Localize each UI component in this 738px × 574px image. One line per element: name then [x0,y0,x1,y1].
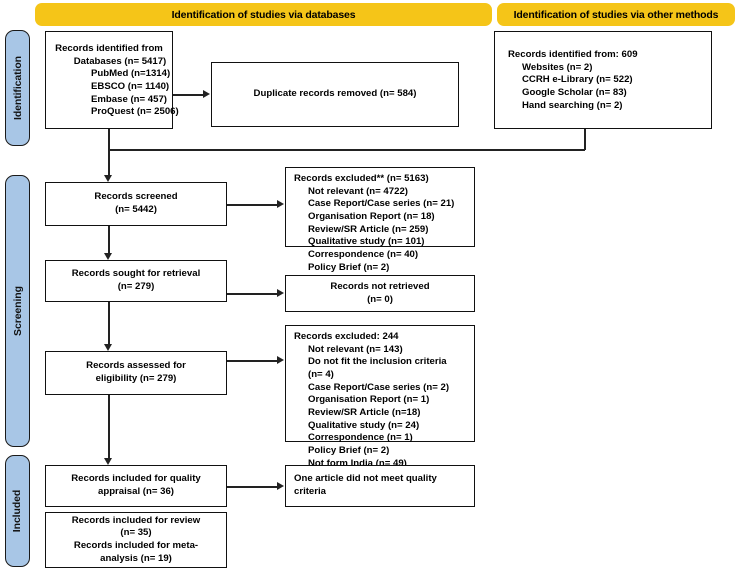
connector-screened-to-excluded [227,204,277,206]
phase-tab-screening: Screening [5,175,30,447]
arrowhead-quality-note [277,482,284,490]
excluded-screening-line-4: Qualitative study (n= 101) [308,236,425,248]
included-review-line1: Records included for review [71,514,201,526]
box-records-sought: Records sought for retrieval (n= 279) [45,260,227,302]
excluded-eligibility-line-7: Correspondence (n= 1) [308,432,413,444]
excluded-eligibility-line-4: Organisation Report (n= 1) [308,394,430,406]
connector-other-down [584,129,586,150]
arrowhead-quality [104,458,112,465]
box-records-excluded-screening: Records excluded** (n= 5163) Not relevan… [285,167,475,273]
header-other-methods: Identification of studies via other meth… [497,3,735,26]
phase-label-screening: Screening [11,286,24,336]
arrowhead-excluded-eligibility [277,356,284,364]
records-identified-line-4: ProQuest (n= 2506) [91,106,179,118]
excluded-screening-line-2: Organisation Report (n= 18) [308,210,435,222]
other-methods-line-3: Hand searching (n= 2) [522,99,623,111]
records-screened-line1: Records screened [94,191,178,203]
quality-note-line2: criteria [294,486,326,497]
excluded-screening-line-0: Not relevant (n= 4722) [308,185,408,197]
header-databases: Identification of studies via databases [35,3,492,26]
records-identified-line-3: Embase (n= 457) [91,93,167,105]
other-methods-line-1: CCRH e-Library (n= 522) [522,74,633,86]
box-records-included-review: Records included for review (n= 35) Reco… [45,512,227,568]
connector-assessed-down [108,395,110,458]
connector-sought-down [108,302,110,344]
phase-label-included: Included [11,489,24,533]
records-sought-line1: Records sought for retrieval [71,268,201,280]
arrowhead-assessed [104,344,112,351]
excluded-eligibility-line-9: Not form India (n= 49) [308,457,407,469]
box-records-not-retrieved: Records not retrieved (n= 0) [285,275,475,312]
excluded-screening-line-1: Case Report/Case series (n= 21) [308,198,455,210]
box-records-screened: Records screened (n= 5442) [45,182,227,226]
box-records-assessed: Records assessed for eligibility (n= 279… [45,351,227,395]
connector-quality-to-note [227,486,277,488]
box-quality-note: One article did not meet quality criteri… [285,465,475,507]
other-methods-line-2: Google Scholar (n= 83) [522,86,627,98]
box-records-identified: Records identified from Databases (n= 54… [45,31,179,129]
quality-note-line1: One article did not meet quality [294,473,437,485]
excluded-screening-title: Records excluded** (n= 5163) [294,173,429,184]
records-screened-line2: (n= 5442) [115,204,157,215]
records-identified-title: Records identified from [55,43,163,54]
quality-appraisal-line1: Records included for quality [71,473,201,485]
records-sought-line2: (n= 279) [117,281,155,292]
excluded-eligibility-line-1: Do not fit the inclusion criteria [308,356,447,368]
records-identified-line-1: PubMed (n=1314) [91,68,171,80]
excluded-eligibility-line-8: Policy Brief (n= 2) [308,444,390,456]
excluded-eligibility-line-5: Review/SR Article (n=18) [308,406,421,418]
box-records-excluded-eligibility: Records excluded: 244 Not relevant (n= 1… [285,325,475,469]
connector-assessed-to-excluded [227,360,277,362]
phase-tab-identification: Identification [5,30,30,146]
excluded-screening-line-6: Policy Brief (n= 2) [308,261,390,273]
arrowhead-excluded-screening [277,200,284,208]
arrowhead-sought [104,253,112,260]
not-retrieved-line2: (n= 0) [367,293,393,305]
excluded-screening-line-3: Review/SR Article (n= 259) [308,223,429,235]
records-identified-line-0: Databases (n= 5417) [73,55,167,67]
excluded-eligibility-line-0: Not relevant (n= 143) [308,343,403,355]
connector-sought-to-not-retrieved [227,293,277,295]
connector-identified-down [108,129,110,175]
connector-identified-to-duplicates [173,94,203,96]
arrowhead-duplicates [203,90,210,98]
records-identified-line-2: EBSCO (n= 1140) [91,80,170,92]
arrowhead-screened [104,175,112,182]
phase-label-identification: Identification [11,56,24,120]
records-assessed-line2: eligibility (n= 279) [95,373,177,384]
excluded-eligibility-line-3: Case Report/Case series (n= 2) [308,381,450,393]
included-review-line4: analysis (n= 19) [100,552,172,564]
arrowhead-not-retrieved [277,289,284,297]
box-records-quality-appraisal: Records included for quality appraisal (… [45,465,227,507]
other-methods-line-0: Websites (n= 2) [522,61,593,73]
excluded-screening-line-5: Correspondence (n= 40) [308,248,419,260]
excluded-eligibility-line-6: Qualitative study (n= 24) [308,419,420,431]
phase-tab-included: Included [5,455,30,567]
included-review-line3: Records included for meta- [73,540,199,551]
other-methods-title: Records identified from: 609 [508,49,638,60]
box-other-methods-identified: Records identified from: 609 Websites (n… [494,31,712,129]
duplicates-removed-text: Duplicate records removed (n= 584) [253,88,417,100]
excluded-eligibility-line-2: (n= 4) [308,368,334,380]
records-assessed-line1: Records assessed for [86,360,186,372]
excluded-eligibility-title: Records excluded: 244 [294,331,399,342]
connector-screened-down [108,226,110,253]
connector-other-left [108,149,585,151]
included-review-line2: (n= 35) [120,527,152,539]
not-retrieved-line1: Records not retrieved [330,280,430,292]
quality-appraisal-line2: appraisal (n= 36) [98,486,174,497]
box-duplicates-removed: Duplicate records removed (n= 584) [211,62,459,127]
